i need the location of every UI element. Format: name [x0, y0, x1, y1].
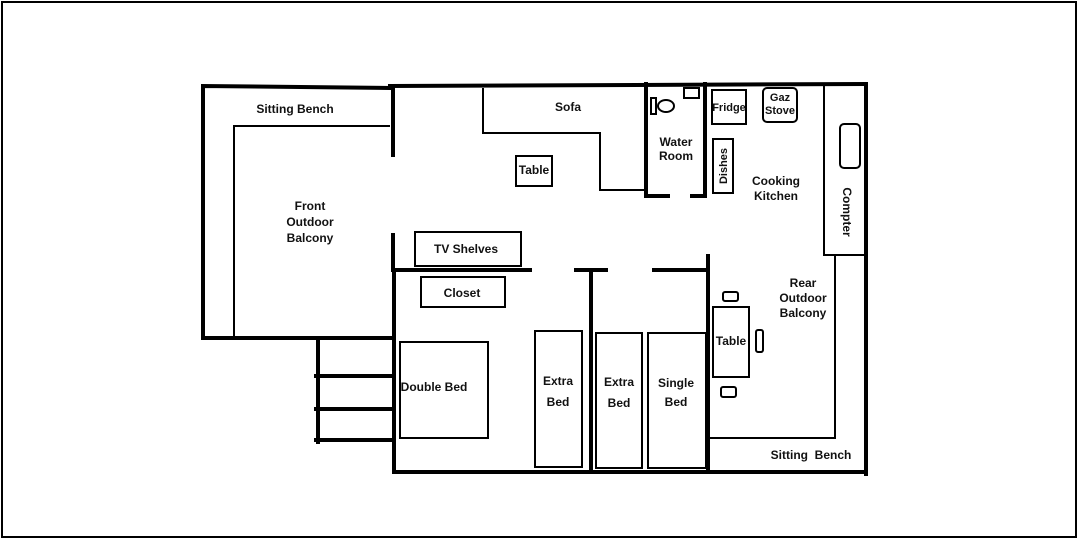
- sink: [683, 87, 700, 99]
- front-balcony-label-3: Balcony: [287, 231, 334, 245]
- toilet-bowl: [657, 99, 675, 113]
- front-balcony-wall: [201, 83, 393, 340]
- rear-balcony: [708, 256, 836, 439]
- tv-shelves-label: TV Shelves: [434, 242, 498, 256]
- extra-bed-2-label-1: Extra: [604, 375, 634, 389]
- double-bed: [399, 341, 489, 439]
- kitchen-sink: [839, 123, 861, 169]
- gaz-stove: [762, 87, 798, 123]
- closet: [420, 276, 506, 308]
- extra-bed-2-label-2: Bed: [608, 396, 631, 410]
- sitting-bench-front-edge: [233, 125, 390, 336]
- front-balcony: [201, 83, 393, 340]
- tv-shelves: [414, 231, 522, 267]
- sitting-bench-front-label: Sitting Bench: [256, 102, 333, 116]
- front-balcony-label-2: Outdoor: [286, 215, 334, 229]
- single-bed: [647, 332, 707, 469]
- rear-balcony-label-1: Rear: [790, 276, 817, 290]
- rear-table: [712, 306, 750, 378]
- gaz-stove-label-1: Gaz: [770, 92, 791, 104]
- water-room-label-2: Room: [659, 149, 693, 163]
- toilet-tank: [650, 97, 657, 115]
- dishes: [712, 138, 734, 194]
- kitchen: [711, 82, 868, 476]
- sitting-bench-rear-label: Sitting Bench: [771, 448, 852, 462]
- front-balcony-label-1: Front: [295, 199, 326, 213]
- sofa-label: Sofa: [555, 100, 581, 114]
- single-bed-label-2: Bed: [665, 395, 688, 409]
- rear-table-label: Table: [716, 334, 747, 348]
- single-bed-label-1: Single: [658, 376, 694, 390]
- rear-balcony-label-3: Balcony: [780, 306, 827, 320]
- cooking-kitchen-label-1: Cooking: [752, 174, 800, 188]
- fridge: [711, 89, 747, 125]
- extra-bed-1: [534, 330, 583, 468]
- extra-bed-1-label-2: Bed: [547, 395, 570, 409]
- living-table-label: Table: [519, 163, 550, 177]
- fridge-label: Fridge: [712, 102, 746, 114]
- water-room-label-1: Water: [660, 135, 693, 149]
- living-table: [515, 155, 553, 187]
- compter-label: Compter: [840, 187, 854, 237]
- living-area: [387, 81, 869, 272]
- top-wall: [387, 81, 869, 89]
- dishes-label: Dishes: [718, 148, 730, 184]
- chair-bottom: [720, 386, 737, 398]
- double-bed-label: Double Bed: [401, 380, 468, 394]
- closet-label: Closet: [444, 286, 481, 300]
- rear-balcony-label-2: Outdoor: [779, 291, 827, 305]
- steps: [314, 340, 394, 444]
- extra-bed-2: [595, 332, 643, 469]
- sitting-bench-rear-edge: [708, 256, 836, 439]
- sofa-outline: [482, 88, 646, 191]
- water-room: [644, 82, 707, 198]
- chair-top: [722, 291, 739, 302]
- gaz-stove-label-2: Stove: [765, 105, 795, 117]
- chair-right: [755, 329, 764, 353]
- cooking-kitchen-label-2: Kitchen: [754, 189, 798, 203]
- compter-outline: [823, 84, 864, 256]
- bedroom-area: [391, 231, 868, 474]
- extra-bed-1-label-1: Extra: [543, 374, 573, 388]
